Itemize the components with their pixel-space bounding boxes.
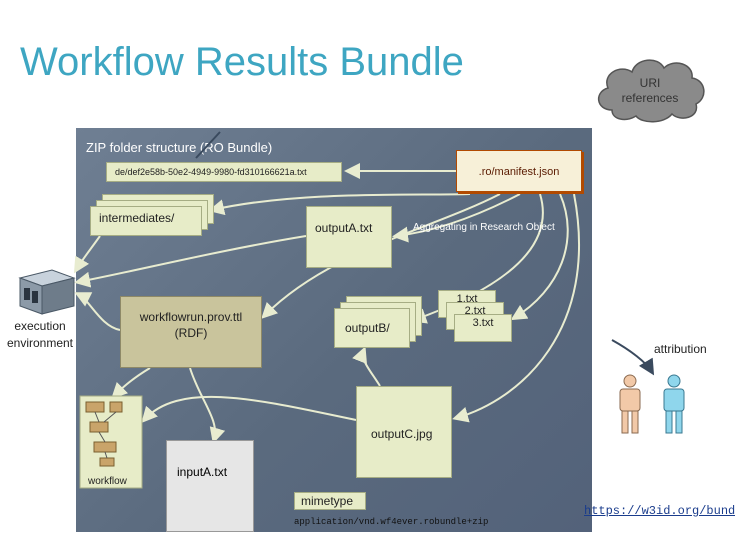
uri-references-label: URI references (604, 76, 696, 106)
zip-folder-title: ZIP folder structure (RO Bundle) (86, 140, 273, 155)
bundle-uri-note: de/def2e58b-50e2-4949-9980-fd310166621a.… (106, 162, 342, 182)
mimetype-value: application/vnd.wf4ever.robundle+zip (294, 517, 489, 527)
attribution-label: attribution (654, 342, 707, 356)
output-a-note: outputA.txt (306, 206, 392, 268)
file-3-note: 3.txt (454, 314, 512, 342)
workflow-label: workflow (88, 476, 127, 487)
execution-environment-label: execution environment (2, 318, 78, 352)
provenance-note: workflowrun.prov.ttl (RDF) (120, 296, 262, 368)
server-icon (18, 269, 76, 315)
w3id-link[interactable]: https://w3id.org/bund (584, 504, 735, 518)
output-c-note: outputC.jpg (356, 386, 452, 478)
arrow-to-attribution (611, 339, 655, 376)
mimetype-note: mimetype (294, 492, 366, 510)
manifest-note: .ro/manifest.json (456, 150, 582, 192)
uri-references-line1: URI (639, 76, 661, 90)
execution-environment-line1: execution (14, 319, 66, 333)
execution-environment-line2: environment (6, 336, 74, 350)
intermediates-folder: intermediates/ (90, 206, 202, 236)
page-title: Workflow Results Bundle (20, 40, 464, 84)
input-a-note: inputA.txt (166, 440, 254, 532)
uri-references-cloud (598, 59, 705, 123)
people-icon (619, 374, 685, 434)
output-b-folder: outputB/ (334, 308, 410, 348)
workflow-diagram-icon (79, 395, 143, 489)
provenance-file-label: workflowrun.prov.ttl (139, 310, 243, 324)
provenance-format-label: (RDF) (174, 326, 208, 340)
aggregating-label: Aggregating in Research Object (413, 222, 555, 233)
uri-references-line2: references (621, 91, 679, 105)
